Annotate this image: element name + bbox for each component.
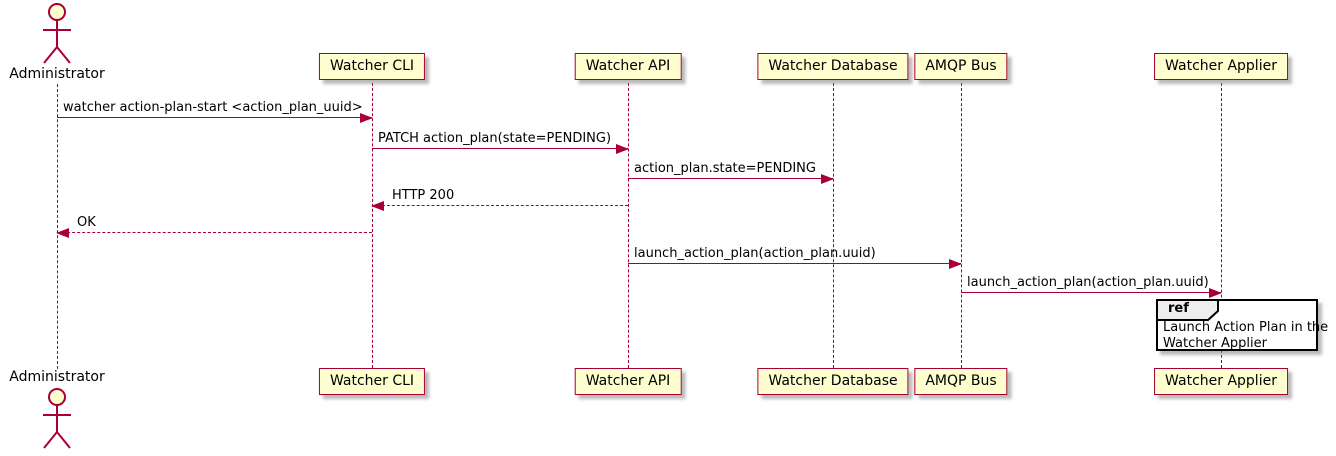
ref-fragment: ref Launch Action Plan in the Watcher Ap… [1156, 299, 1328, 351]
message-start-action-plan: watcher action-plan-start <action_plan_u… [57, 100, 373, 123]
message-launch-action-plan-bus: launch_action_plan(action_plan.uuid) [628, 246, 962, 269]
participant-top-amqp-bus: AMQP Bus [914, 53, 1008, 80]
message-label: action_plan.state=PENDING [634, 161, 816, 176]
participant-bottom-watcher-applier: Watcher Applier [1154, 368, 1288, 395]
arrowhead-right-icon [949, 259, 962, 269]
arrowhead-left-icon [371, 201, 384, 211]
arrowhead-right-icon [1209, 288, 1222, 298]
participant-bottom-amqp-bus: AMQP Bus [914, 368, 1008, 395]
ref-keyword: ref [1168, 301, 1189, 316]
participant-top-watcher-api: Watcher API [574, 53, 682, 80]
arrowhead-left-icon [56, 228, 69, 238]
message-launch-action-plan-applier: launch_action_plan(action_plan.uuid) [961, 275, 1222, 298]
participant-bottom-watcher-api: Watcher API [574, 368, 682, 395]
message-label: PATCH action_plan(state=PENDING) [378, 131, 612, 146]
participant-bottom-watcher-database: Watcher Database [757, 368, 909, 395]
participant-top-watcher-database: Watcher Database [757, 53, 909, 80]
ref-tab-shape [1156, 299, 1219, 321]
message-label: launch_action_plan(action_plan.uuid) [634, 246, 876, 261]
actor-figure-top-icon [43, 3, 71, 64]
message-label: launch_action_plan(action_plan.uuid) [967, 275, 1209, 290]
participant-top-watcher-cli: Watcher CLI [318, 53, 426, 80]
actor-figure-bottom-icon [43, 388, 71, 449]
ref-text-line1: Launch Action Plan in the [1163, 320, 1329, 335]
message-label: OK [77, 215, 96, 230]
arrowhead-right-icon [616, 144, 629, 154]
lifeline-watcher-cli [372, 83, 373, 368]
ref-text-line2: Watcher Applier [1163, 336, 1267, 351]
lifeline-watcher-database [833, 83, 834, 368]
message-label: watcher action-plan-start <action_plan_u… [63, 100, 363, 115]
message-state-pending: action_plan.state=PENDING [628, 161, 834, 184]
lifeline-administrator [57, 84, 58, 369]
actor-label-top: Administrator [9, 66, 105, 82]
lifeline-watcher-api [628, 83, 629, 368]
ref-text: Launch Action Plan in the Watcher Applie… [1163, 320, 1328, 352]
lifeline-amqp-bus [961, 83, 962, 368]
message-ok: OK [56, 215, 372, 238]
arrowhead-right-icon [821, 174, 834, 184]
arrowhead-right-icon [360, 113, 373, 123]
lifeline-watcher-applier [1221, 83, 1222, 368]
message-patch-action-plan: PATCH action_plan(state=PENDING) [372, 131, 629, 154]
message-http-200: HTTP 200 [371, 188, 628, 211]
participant-bottom-watcher-cli: Watcher CLI [318, 368, 426, 395]
actor-label-bottom: Administrator [9, 369, 105, 385]
message-label: HTTP 200 [392, 188, 455, 203]
participant-top-watcher-applier: Watcher Applier [1154, 53, 1288, 80]
